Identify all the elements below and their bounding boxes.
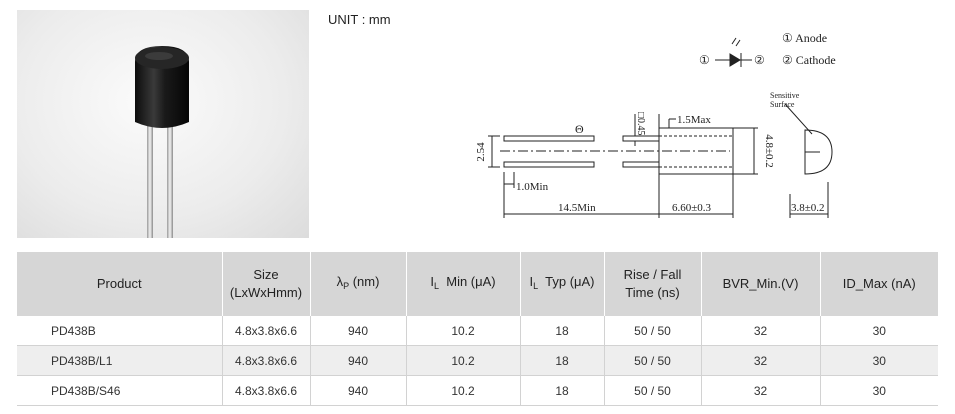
- sensitive-label-2: Surface: [770, 100, 795, 109]
- side-view-dome: [804, 129, 833, 175]
- legend-anode: ① Anode: [782, 31, 827, 45]
- cell-il-min: 10.2: [406, 375, 521, 406]
- cell-wavelength: 940: [310, 375, 407, 406]
- cell-bvr: 32: [701, 345, 821, 376]
- table-row: PD438B 4.8x3.8x6.6 940 10.2 18 50 / 50 3…: [17, 316, 938, 346]
- header-id: ID_Max (nA): [820, 252, 938, 316]
- cell-rise-fall: 50 / 50: [604, 316, 702, 346]
- light-arrows-icon: [731, 37, 741, 47]
- cell-il-min: 10.2: [406, 345, 521, 376]
- cell-il-min: 10.2: [406, 316, 521, 346]
- pin-2-label: ②: [754, 53, 765, 67]
- cell-wavelength: 940: [310, 316, 407, 346]
- header-il-typ: IL Typ (μA): [520, 252, 605, 316]
- dim-lead-length: 14.5Min: [558, 202, 596, 214]
- cell-id: 30: [820, 345, 938, 376]
- header-size: Size(LxWxHmm): [222, 252, 311, 316]
- sensitive-label-1: Sensitive: [770, 91, 800, 100]
- legend-cathode: ② Cathode: [782, 53, 836, 67]
- cell-il-typ: 18: [520, 345, 605, 376]
- table-header-row: Product Size(LxWxHmm) λP (nm) IL Min (μA…: [17, 252, 938, 316]
- cell-il-typ: 18: [520, 316, 605, 346]
- pin-1-label: ①: [699, 53, 710, 67]
- dim-pin-size: □0.45: [635, 112, 646, 136]
- header-wavelength: λP (nm): [310, 252, 407, 316]
- cell-product: PD438B/S46: [17, 375, 223, 406]
- header-bvr: BVR_Min.(V): [701, 252, 821, 316]
- body-outline: [658, 127, 734, 175]
- unit-label: UNIT : mm: [328, 12, 391, 27]
- photodiode-image: [135, 46, 189, 238]
- cell-wavelength: 940: [310, 345, 407, 376]
- product-photo: [17, 10, 309, 238]
- dim-body-front: 1.5Max: [677, 114, 711, 126]
- cell-bvr: 32: [701, 375, 821, 406]
- dim-lead-min: 1.0Min: [516, 181, 549, 193]
- dim-height: 4.8±0.2: [763, 134, 775, 168]
- lead-lower: [503, 161, 595, 168]
- dim-width: 3.8±0.2: [791, 202, 825, 214]
- diode-symbol-triangle: [729, 53, 741, 67]
- cell-id: 30: [820, 375, 938, 406]
- cell-size: 4.8x3.8x6.6: [222, 375, 311, 406]
- dimension-drawing: ① Anode ② Cathode ① ② 1.5Max Θ 1.0Min 14…: [475, 31, 836, 218]
- cell-il-typ: 18: [520, 375, 605, 406]
- cell-product: PD438B/L1: [17, 345, 223, 376]
- cell-rise-fall: 50 / 50: [604, 375, 702, 406]
- cell-size: 4.8x3.8x6.6: [222, 316, 311, 346]
- header-product: Product: [17, 252, 223, 316]
- header-il-min: IL Min (μA): [406, 252, 521, 316]
- cell-rise-fall: 50 / 50: [604, 345, 702, 376]
- table-row: PD438B/L1 4.8x3.8x6.6 940 10.2 18 50 / 5…: [17, 345, 938, 376]
- dim-body-length: 6.60±0.3: [672, 202, 712, 214]
- table-row: PD438B/S46 4.8x3.8x6.6 940 10.2 18 50 / …: [17, 375, 938, 406]
- cell-size: 4.8x3.8x6.6: [222, 345, 311, 376]
- spec-table: Product Size(LxWxHmm) λP (nm) IL Min (μA…: [17, 252, 938, 406]
- lead-upper: [503, 135, 595, 142]
- cell-bvr: 32: [701, 316, 821, 346]
- dim-theta: Θ: [575, 122, 584, 136]
- cell-id: 30: [820, 316, 938, 346]
- sensitive-surface-leader: [784, 103, 813, 135]
- dim-pitch: 2.54: [475, 142, 487, 162]
- cell-product: PD438B: [17, 316, 223, 346]
